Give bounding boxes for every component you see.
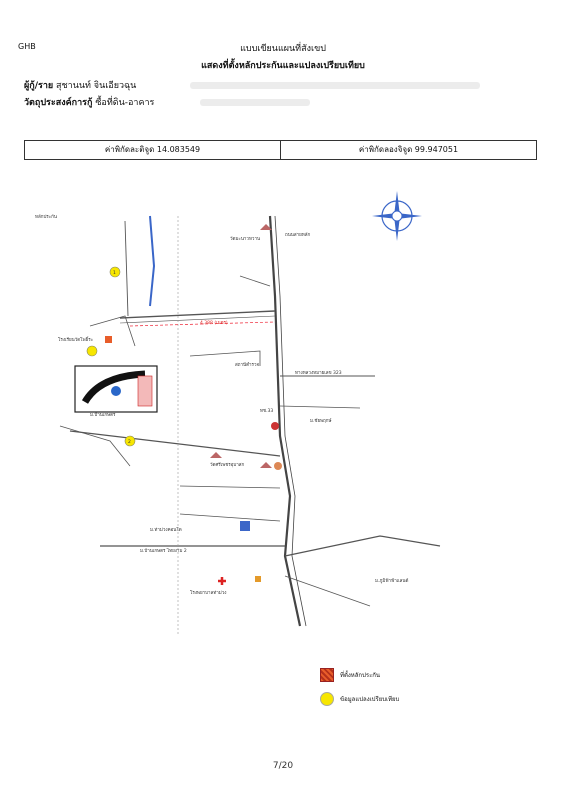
main-road-edge — [274, 215, 307, 627]
temple-icon-2 — [210, 452, 222, 458]
borrower-row: ผู้กู้/ราย สุชานนท์ จินเอียวฉุน — [24, 78, 136, 92]
legend-property-label: ที่ตั้งหลักประกัน — [340, 672, 381, 679]
redacted-block-2 — [200, 99, 310, 106]
main-road — [268, 215, 302, 627]
distance-line — [129, 321, 276, 327]
road-1 — [119, 310, 276, 319]
school-label: โรงเรียนวัดโพธิ์ระ — [58, 335, 93, 343]
poi-icon-2 — [274, 462, 282, 470]
coordinates-box: ค่าพิกัดละติจูด 14.083549 ค่าพิกัดลองจิจ… — [24, 140, 537, 160]
highway-label: ถนนสายหลัก — [285, 232, 311, 238]
location-map: 1 2 หลักประกัน วัดมะนาวหวาน 4,388 (เมตร)… — [35, 191, 441, 636]
condo-label: ม.ท่าม่วงคอนโด — [150, 526, 182, 533]
comparison-point-2 — [124, 435, 136, 447]
legend-property-swatch — [320, 668, 334, 682]
road-1-edge — [119, 315, 276, 324]
poi-icon-1 — [271, 422, 279, 430]
road-14 — [59, 425, 131, 467]
longitude-cell: ค่าพิกัดลองจิจูด 99.947051 — [280, 141, 536, 159]
road-9 — [179, 513, 281, 522]
comparison-point-1-label: 1 — [113, 270, 116, 276]
legend-item-property: ที่ตั้งหลักประกัน — [320, 668, 399, 682]
legend-comparison-label: ข้อมูลแปลงเปรียบเทียบ — [340, 696, 400, 703]
temple-mid-label: วัดศรีเพชรอุบาสก — [210, 462, 245, 468]
org-label: GHB — [18, 42, 36, 51]
legend-comparison-swatch — [320, 692, 334, 706]
road-11 — [239, 275, 271, 287]
village-label-2: ม.ภูมิฟ้าฟ้าแลนด์ — [375, 577, 408, 584]
temple-icon-3 — [260, 462, 272, 468]
station-label: สถานีตำรวจ — [235, 361, 259, 368]
temple-label: วัดมะนาวหวาน — [230, 236, 260, 242]
purpose-label: วัตถุประสงค์การกู้ — [24, 98, 93, 108]
legend-item-comparison: ข้อมูลแปลงเปรียบเทียบ — [320, 692, 399, 706]
property-marker — [105, 336, 112, 343]
hospital-icon — [218, 577, 226, 585]
river — [149, 215, 156, 307]
comparison-point-3 — [86, 345, 98, 357]
doc-subtitle: แสดงที่ตั้งหลักประกันและแปลงเปรียบเทียบ — [201, 61, 365, 71]
gas-icon — [255, 576, 261, 582]
page-number: 7/20 — [272, 761, 294, 771]
road-8 — [284, 575, 371, 607]
market-label: ม.ชัยพฤกษ์ — [310, 417, 332, 424]
road-6 — [279, 405, 361, 409]
temple-icon-1 — [260, 224, 272, 230]
road-13 — [89, 315, 136, 347]
distance-label: 4,388 (เมตร) — [200, 320, 228, 326]
branch-label: ม.บ้านเกษตร — [90, 412, 116, 418]
redacted-block — [190, 82, 480, 89]
road-2 — [69, 430, 281, 457]
compass-icon — [372, 191, 422, 241]
road-12 — [124, 220, 129, 317]
map-legend: ที่ตั้งหลักประกัน ข้อมูลแปลงเปรียบเทียบ — [320, 668, 399, 716]
hospital-label: โรงพยาบาลท่าม่วง — [190, 589, 227, 596]
comparison-point-2-label: 2 — [128, 439, 131, 445]
purpose-row: วัตถุประสงค์การกู้ ซื้อที่ดิน-อาคาร — [24, 95, 154, 109]
borrower-label: ผู้กู้/ราย — [24, 81, 54, 91]
checkpoint-label: ทช.33 — [260, 408, 273, 414]
purpose-value: ซื้อที่ดิน-อาคาร — [95, 98, 155, 108]
comparison-point-1 — [109, 266, 121, 278]
road-7 — [179, 485, 281, 489]
village-label-1: ม.บ้านเกษตร ไทยงาม 2 — [140, 548, 187, 554]
latitude-cell: ค่าพิกัดละติจูด 14.083549 — [104, 145, 201, 154]
road-323-label: ทางหลวงหมายเลข 323 — [295, 370, 342, 376]
store-icon — [240, 521, 250, 531]
collateral-label: หลักประกัน — [35, 214, 57, 220]
borrower-value: สุชานนท์ จินเอียวฉุน — [56, 81, 137, 91]
road-4 — [284, 535, 441, 557]
doc-title: แบบเขียนแผนที่สังเขป — [240, 44, 326, 54]
road-10 — [189, 350, 261, 366]
